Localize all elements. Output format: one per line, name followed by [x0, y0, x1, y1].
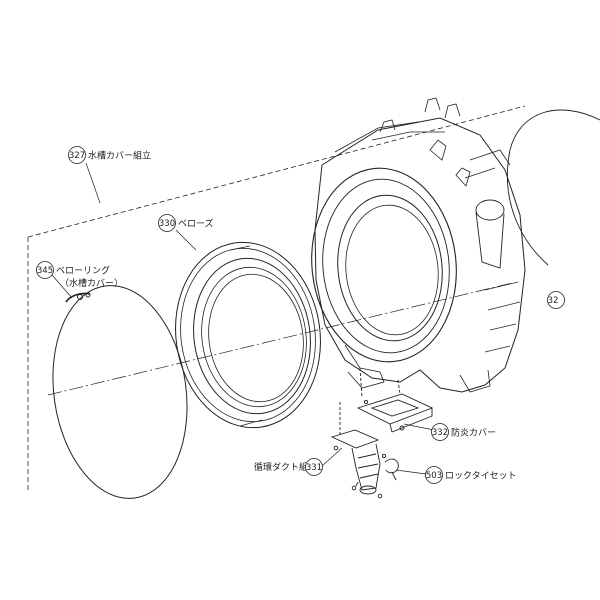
label-503: ロックタイセット [445, 471, 517, 482]
tub-cover-assembly-part [311, 97, 526, 393]
svg-text:32: 32 [548, 296, 559, 306]
leader-lines [51, 162, 445, 475]
adjacent-part-outline [506, 109, 600, 266]
callout-345: 345 ベローリング （水槽カバー） [36, 261, 123, 289]
assembly-boundary [27, 105, 526, 492]
label-345-line2: （水槽カバー） [60, 277, 123, 289]
svg-text:332: 332 [432, 428, 448, 438]
callout-503: 503 ロックタイセット [425, 466, 517, 484]
svg-text:345: 345 [37, 266, 53, 276]
label-331: 循環ダクト組立 [254, 461, 317, 473]
flame-cover-part [356, 367, 434, 433]
svg-text:331: 331 [306, 463, 322, 473]
callout-332: 332 防炎カバー [431, 423, 496, 441]
lock-tie-set-part [381, 453, 399, 481]
svg-text:327: 327 [69, 151, 85, 161]
callout-327: 327 水槽カバー組立 [68, 146, 151, 164]
callout-partial-right: 32 [547, 291, 565, 309]
label-327: 水槽カバー組立 [88, 150, 151, 162]
callout-331: 循環ダクト組立 331 [254, 458, 323, 476]
label-345: ベローリング [56, 265, 110, 277]
callout-330: 330 ベローズ [158, 214, 214, 232]
label-330: ベローズ [178, 218, 214, 230]
label-332: 防炎カバー [451, 427, 496, 439]
bellows-part [175, 241, 321, 429]
svg-text:503: 503 [426, 471, 442, 481]
svg-text:330: 330 [159, 219, 175, 229]
center-axis-line [47, 282, 513, 396]
circulation-duct-part [330, 402, 383, 499]
bellows-ring-part [52, 285, 188, 499]
